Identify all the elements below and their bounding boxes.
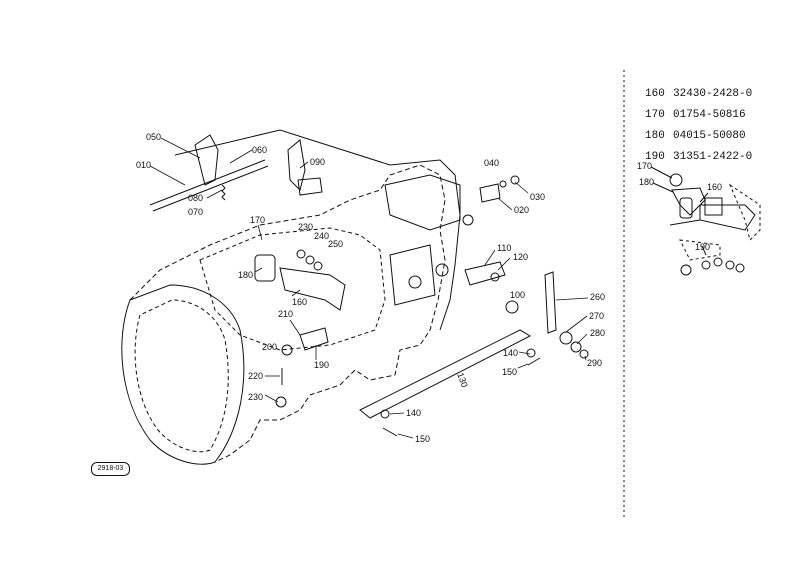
boss-right [462, 214, 474, 226]
callout-060: 060 [252, 145, 268, 155]
lever-110 [464, 261, 506, 286]
washer-230 [296, 249, 306, 259]
part-number: 04015-50080 [673, 130, 746, 142]
bolt-030 [510, 175, 520, 185]
side-cover [384, 174, 461, 231]
parts-row: 180 04015-50080 [645, 126, 793, 147]
callout-290: 290 [587, 358, 603, 368]
part-ref: 160 [645, 88, 665, 100]
callout-160: 160 [292, 297, 308, 307]
nut-290 [579, 349, 589, 359]
nut-040 [499, 180, 507, 188]
part-number: 31351-2422-0 [673, 151, 753, 163]
washer-240 [305, 255, 315, 265]
callout-070: 070 [188, 207, 204, 217]
callout-240: 240 [314, 231, 330, 241]
parts-row: 190 31351-2422-0 [645, 147, 793, 168]
detail-inset [650, 166, 761, 276]
callout-170: 170 [250, 215, 266, 225]
part-ref: 180 [645, 130, 665, 142]
parts-row: 160 32430-2428-0 [645, 84, 793, 105]
leader-lines [149, 137, 589, 439]
release-bearing [254, 254, 276, 282]
washer-250 [313, 261, 323, 271]
callout-230-bottom: 230 [248, 392, 264, 402]
parts-list: 160 32430-2428-0 170 01754-50816 180 04015-… [645, 84, 793, 168]
bracket-020 [479, 183, 501, 203]
callout-260: 260 [590, 292, 606, 302]
arm-260 [544, 271, 557, 334]
shift-rod [149, 159, 266, 206]
callout-140-right: 140 [503, 348, 519, 358]
bell-housing [121, 284, 245, 465]
callout-180: 180 [238, 270, 254, 280]
nut-230b [275, 396, 287, 408]
lever-190 [299, 327, 329, 351]
callout-270: 270 [589, 311, 605, 321]
inner-frame [199, 227, 386, 351]
clevis-200 [281, 344, 293, 356]
washer-100 [505, 300, 519, 314]
callout-210: 210 [278, 309, 294, 319]
callout-040: 040 [484, 158, 500, 168]
washer-140b [380, 409, 390, 419]
detail-callout-160: 160 [707, 182, 723, 192]
washer-left [435, 263, 449, 277]
washer-140a [526, 348, 536, 358]
callout-120: 120 [513, 252, 529, 262]
bolt-120 [490, 272, 500, 282]
callout-230-top: 230 [298, 222, 314, 232]
part-ref: 170 [645, 109, 665, 121]
callout-110: 110 [497, 243, 512, 253]
drawing-tag: 2918-03 [91, 462, 130, 476]
callout-020: 020 [514, 205, 530, 215]
washer-270 [559, 331, 573, 345]
fork-shaft-090 [297, 177, 323, 196]
callout-010: 010 [136, 160, 152, 170]
callout-150-bottom: 150 [415, 434, 431, 444]
spring-080 [221, 184, 226, 201]
callout-100: 100 [510, 290, 526, 300]
callout-090: 090 [310, 157, 326, 167]
callout-150-right: 150 [502, 367, 518, 377]
washer-280 [570, 341, 582, 353]
callout-030: 030 [530, 192, 546, 202]
bell-housing-inner [134, 299, 229, 453]
callout-080: 080 [188, 193, 204, 203]
callout-250: 250 [328, 239, 344, 249]
part-number: 01754-50816 [673, 109, 746, 121]
callout-140-bottom: 140 [406, 408, 422, 418]
callout-280: 280 [590, 328, 606, 338]
part-ref: 190 [645, 151, 665, 163]
part-number: 32430-2428-0 [673, 88, 753, 100]
boss-left [408, 275, 422, 289]
callout-220: 220 [248, 371, 264, 381]
detail-callout-170: 170 [637, 161, 653, 171]
shift-fork-090 [287, 139, 306, 191]
rod-130 [359, 329, 532, 419]
pin-150a [527, 357, 541, 366]
housing-top-edge [174, 129, 461, 331]
pin-150b [382, 427, 398, 437]
callout-190: 190 [314, 360, 330, 370]
side-window [389, 244, 436, 306]
parts-row: 170 01754-50816 [645, 105, 793, 126]
callout-200: 200 [262, 342, 278, 352]
shift-fork-050 [194, 134, 219, 186]
housing-outline [129, 164, 446, 463]
shift-rod-edge [152, 165, 269, 212]
release-fork [279, 267, 346, 311]
detail-callout-190: 190 [695, 242, 711, 252]
callout-050: 050 [146, 132, 162, 142]
detail-callout-180: 180 [639, 177, 655, 187]
